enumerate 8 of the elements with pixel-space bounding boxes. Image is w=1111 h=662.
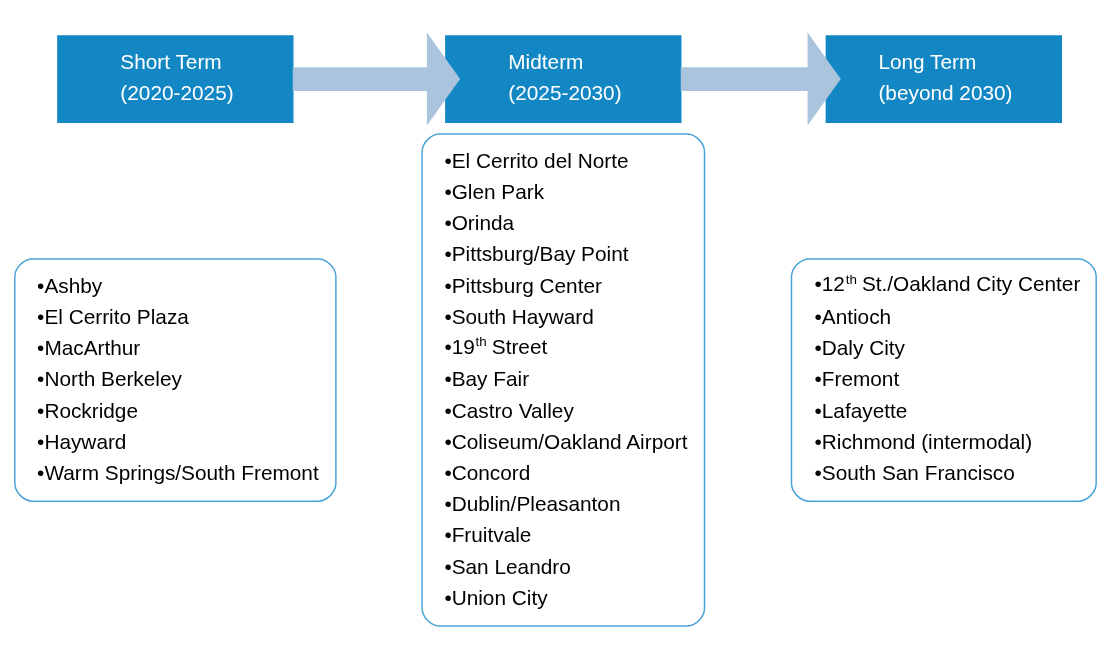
- node-box: Long Term (beyond 2030): [825, 35, 1062, 123]
- node-box: •12$^{th}$ St./Oakland City Center •Antioch •Daly City •Fremont •Lafayette •Richmond (intermodal) •South San Francisco: [790, 258, 1097, 502]
- arrow: [292, 32, 461, 126]
- node-box: Short Term (2020-2025): [57, 35, 294, 123]
- arrow: [680, 32, 841, 126]
- node-box: Midterm (2025-2030): [445, 35, 682, 123]
- node-box: •Ashby •El Cerrito Plaza •MacArthur •North Berkeley •Rockridge •Hayward •Warm Springs/South Fremont: [14, 258, 337, 502]
- node-box: •El Cerrito del Norte •Glen Park •Orinda •Pittsburg/Bay Point •Pittsburg Center •South Hayward •19$^{th}$ Street •Bay Fair •Castro Valley •Coliseum/Oakland Airport •Concord •Dublin/Pleasanton •Fruitvale •San Leandro •Union City: [421, 133, 706, 627]
